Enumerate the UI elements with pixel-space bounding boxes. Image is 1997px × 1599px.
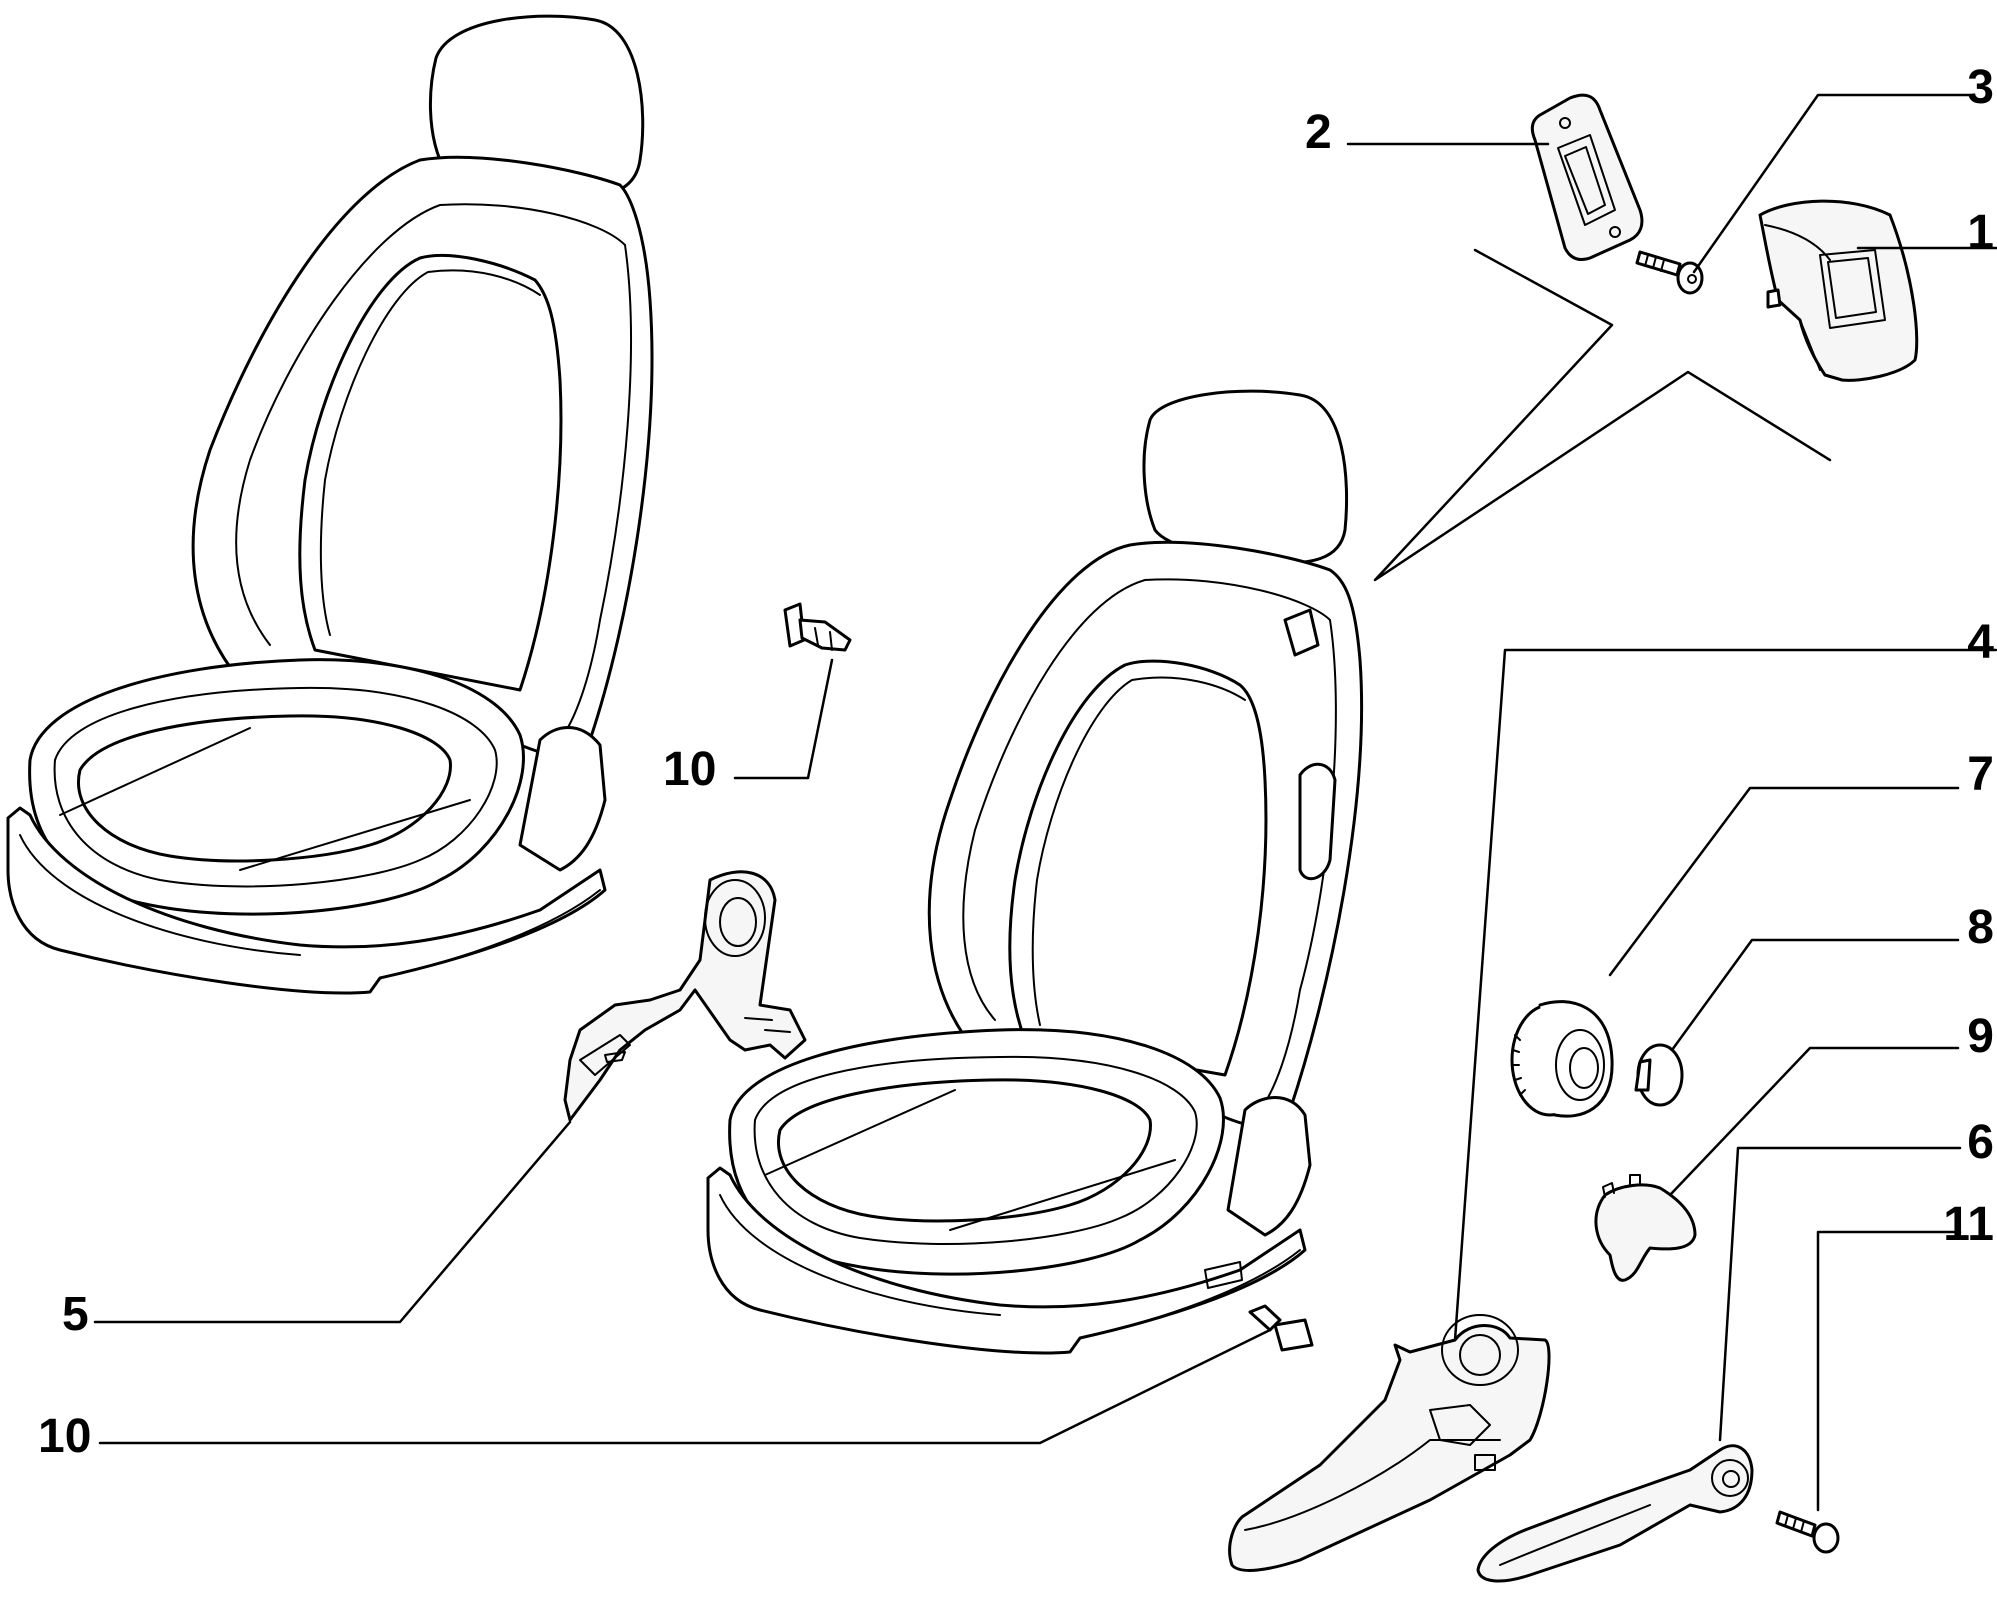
callout-11: 11 [1943,1198,1994,1251]
callout-3: 3 [1967,61,1994,114]
callout-5: 5 [62,1288,89,1341]
seat-center-headrest [1142,389,1349,565]
seat-center-cushion-panel [777,1078,1152,1223]
part-5-bracket [563,870,807,1122]
seat-center-side-opening [1298,762,1337,881]
part-3-screw [1635,250,1704,295]
seat-center-backrest-panel [1008,659,1268,1077]
part-9-trim [1594,1174,1697,1282]
leader-4 [1453,648,1997,1342]
seat-left-runner [6,806,607,995]
part-11-screw [1775,1510,1840,1554]
callout-2: 2 [1305,106,1332,159]
seat-left-cushion-panel [77,714,452,863]
part-4-side-trim [1228,1314,1551,1572]
callout-7: 7 [1967,748,1994,801]
leader-8 [1670,938,1960,1052]
part-6-handle [1476,1444,1754,1583]
leader-3 [1692,93,1972,274]
callout-1: 1 [1967,206,1994,259]
callout-10-top: 10 [663,743,716,796]
seat-center-runner [706,1166,1307,1355]
part-7-knob [1510,1000,1614,1118]
leader-7 [1608,786,1960,977]
seat-center-recline-slot [1283,608,1320,657]
leader-9 [1668,1046,1960,1197]
part-8-cap [1634,1043,1684,1107]
leader-11 [1816,1230,1962,1512]
leader-10-bottom [98,1328,1272,1445]
part-1-lever-cover [1758,199,1919,382]
callout-4: 4 [1967,616,1994,669]
part-2-escutcheon [1530,93,1644,262]
callout-8: 8 [1967,901,1994,954]
leader-5 [93,1120,572,1324]
seat-left [6,14,654,995]
part-10-clip-bottom [1248,1304,1314,1352]
leader-10-top [733,658,834,780]
callout-9: 9 [1967,1010,1994,1063]
leader-lines [93,93,1997,1512]
seat-center-side-bolster [1226,1096,1312,1237]
callout-10-bottom: 10 [38,1410,91,1463]
seat-center [706,389,1364,1355]
seat-left-side-bolster [518,726,607,872]
callouts: 1 2 3 4 5 6 7 8 9 10 10 11 [38,61,1994,1463]
part-10-clip-top [783,602,852,652]
callout-6: 6 [1967,1116,1994,1169]
seat-left-backrest-panel [298,254,563,692]
leader-6 [1718,1146,1962,1442]
detail-pointer [1373,248,1832,582]
